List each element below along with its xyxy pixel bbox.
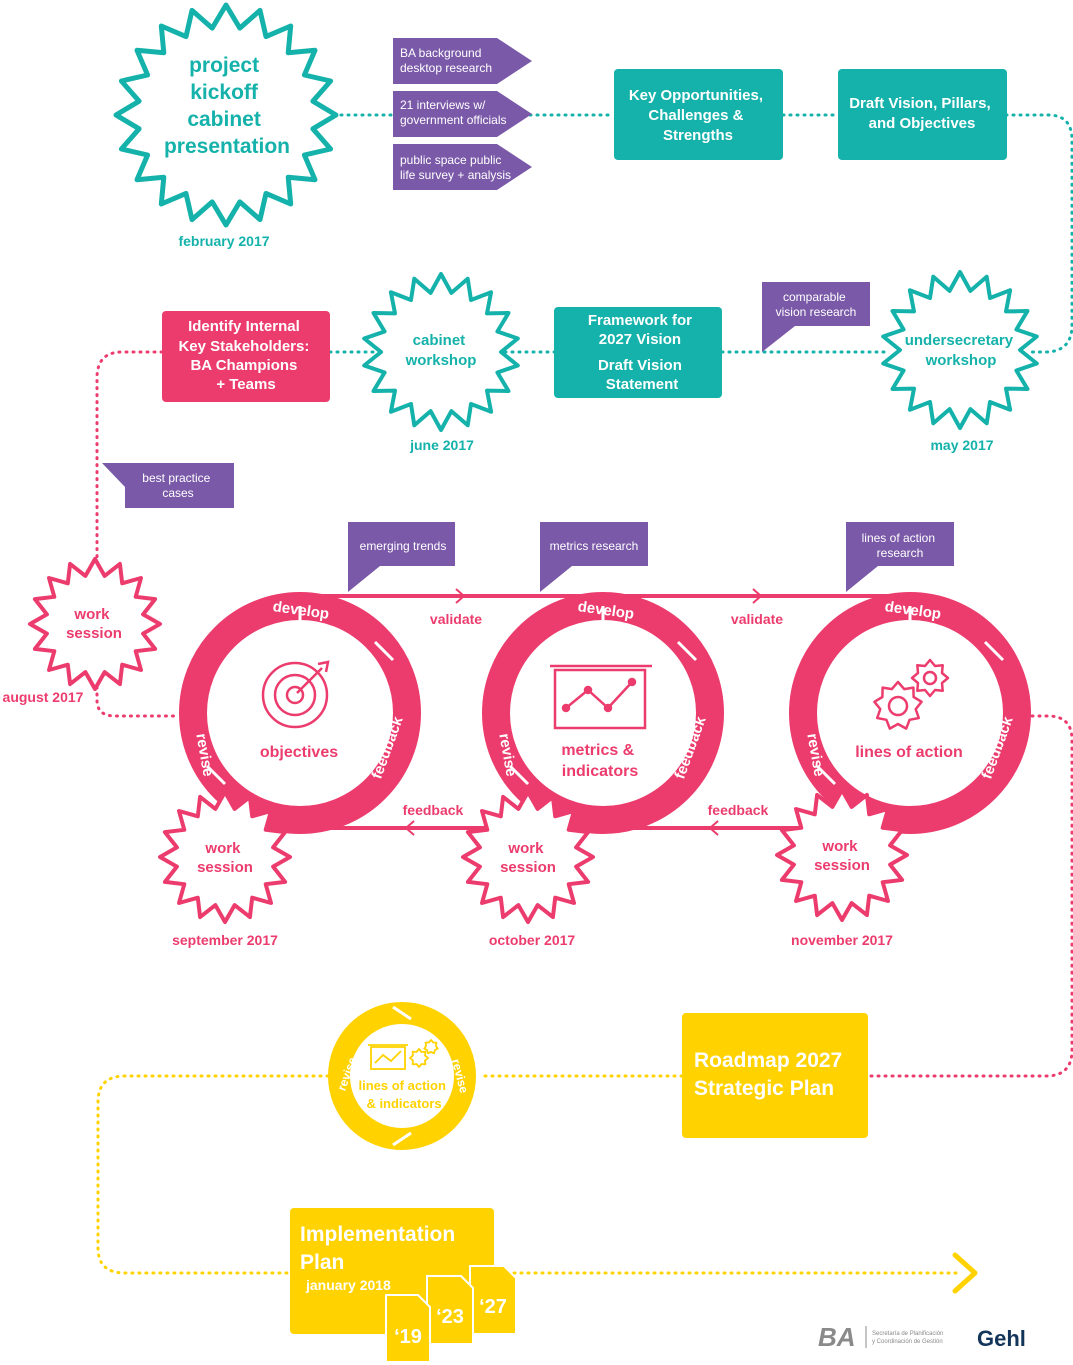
svg-text:Draft Vision, Pillars, a: Draft Vision, Pillars, and Objectives [849,95,995,132]
doc-2027: ‘27 [469,1265,517,1335]
cycle-objectives: objectives develop feedback revise [179,592,421,834]
svg-text:work session: work session [66,606,122,642]
gears-icon [873,658,950,730]
svg-text:metrics & indicators: metrics & indicators [561,742,638,780]
undersecretary-date: may 2017 [930,437,993,453]
svg-text:‘23: ‘23 [436,1306,464,1328]
svg-text:work session: work session [814,838,870,874]
mini-chart-icon [368,1044,408,1070]
work-session-september-starburst: work session [158,790,292,924]
best-practice-flag: best practice cases [102,463,234,508]
connectors [95,113,1073,1275]
svg-text:Roadmap 2027 Strategic P: Roadmap 2027 Strategic Plan [694,1049,848,1100]
line-chart-icon [550,664,652,730]
ba-logo-mark: BA [818,1322,856,1352]
november-date: november 2017 [791,932,893,948]
svg-text:Implementation Plan: Implementation Plan [300,1223,461,1274]
lines-of-action-research-flag: lines of action research [846,522,954,592]
cabinet-workshop-starburst: cabinet workshop [362,272,520,432]
september-date: september 2017 [172,932,278,948]
svg-text:lines of action research: lines of action research [862,531,939,560]
doc-2019: ‘19 [385,1294,431,1363]
key-opportunities-box: Key Opportunities, Challenges & Strength… [614,69,783,160]
svg-text:Secretaría de Planificación: Secretaría de Planificación y Coordinaci… [872,1331,945,1345]
validate-label: validate [430,611,482,627]
svg-text:work session: work session [197,840,253,876]
svg-text:work session: work session [500,840,556,876]
svg-text:undersecretary workshop: undersecretary workshop [905,332,1018,369]
framework-box: Framework for 2027 Vision Draft Vision S… [554,307,722,398]
yellow-cycle: lines of action & indicators revise revi… [328,1002,476,1150]
kickoff-date: february 2017 [178,233,269,249]
mini-gears-icon [409,1039,439,1068]
target-icon [261,660,330,729]
work-session-august-starburst: work session [28,557,162,691]
implementation-date: january 2018 [305,1277,391,1293]
feedback-arrow-icon [708,820,719,836]
svg-text:cabinet workshop: cabinet workshop [405,332,477,369]
validate-arrow-icon [455,588,466,604]
research-tag-2: 21 interviews w/government officials [393,91,532,137]
roadmap-box: Roadmap 2027 Strategic Plan [682,1013,868,1138]
work-session-october-starburst: work session [461,790,595,924]
cycle-lines-of-action: lines of action develop feedback revise [789,592,1031,834]
october-date: october 2017 [489,932,576,948]
cycle-metrics-indicators: metrics & indicators develop feedback re… [482,592,724,834]
ba-logo: BA Secretaría de Planificación y Coordin… [818,1322,945,1352]
kickoff-title: project kickoff cabinet presentation [164,54,290,158]
svg-text:comparable vision resear: comparable vision research [776,290,857,319]
metrics-research-flag: metrics research [540,522,648,592]
cycle-label: objectives [260,744,338,761]
svg-text:metrics research: metrics research [550,539,639,553]
gehl-logo: Gehl [977,1326,1026,1351]
feedback-label: feedback [708,802,769,818]
august-date: august 2017 [3,689,84,705]
cycle-label: lines of action [855,744,963,761]
doc-2023: ‘23 [426,1275,474,1345]
svg-text:21 interviews w/government off: 21 interviews w/government officials [400,98,507,127]
svg-text:best practice cases: best practice cases [142,471,213,500]
undersecretary-workshop-starburst: undersecretary workshop [881,270,1039,430]
svg-text:lines of action & indica: lines of action & indicators [358,1078,449,1111]
svg-text:‘27: ‘27 [479,1296,507,1318]
cycle-label: metrics & [561,742,634,759]
comparable-vision-flag: comparable vision research [762,282,870,352]
svg-text:Key Opportunities, Chall: Key Opportunities, Challenges & Strength… [629,87,767,144]
validate-label: validate [731,611,783,627]
svg-text:emerging trends: emerging trends [360,539,447,553]
draft-vision-box: Draft Vision, Pillars, and Objectives [838,69,1007,160]
validate-arrow-icon [752,588,763,604]
kickoff-starburst: project kickoff cabinet presentation [113,2,339,228]
svg-text:‘19: ‘19 [394,1326,422,1348]
cabinet-workshop-date: june 2017 [409,437,474,453]
work-session-november-starburst: work session [775,788,909,922]
feedback-arrow-icon [404,820,415,836]
feedback-label: feedback [403,802,464,818]
cycle-label: indicators [562,763,639,780]
identify-stakeholders-box: Identify Internal Key Stakeholders: BA C… [162,311,330,402]
svg-text:Identify Internal Key St: Identify Internal Key Stakeholders: BA C… [178,318,313,393]
end-arrow-icon [952,1252,978,1294]
svg-text:Framework for 2027 Visio: Framework for 2027 Vision Draft Vision S… [588,312,696,393]
emerging-trends-flag: emerging trends [348,522,455,592]
